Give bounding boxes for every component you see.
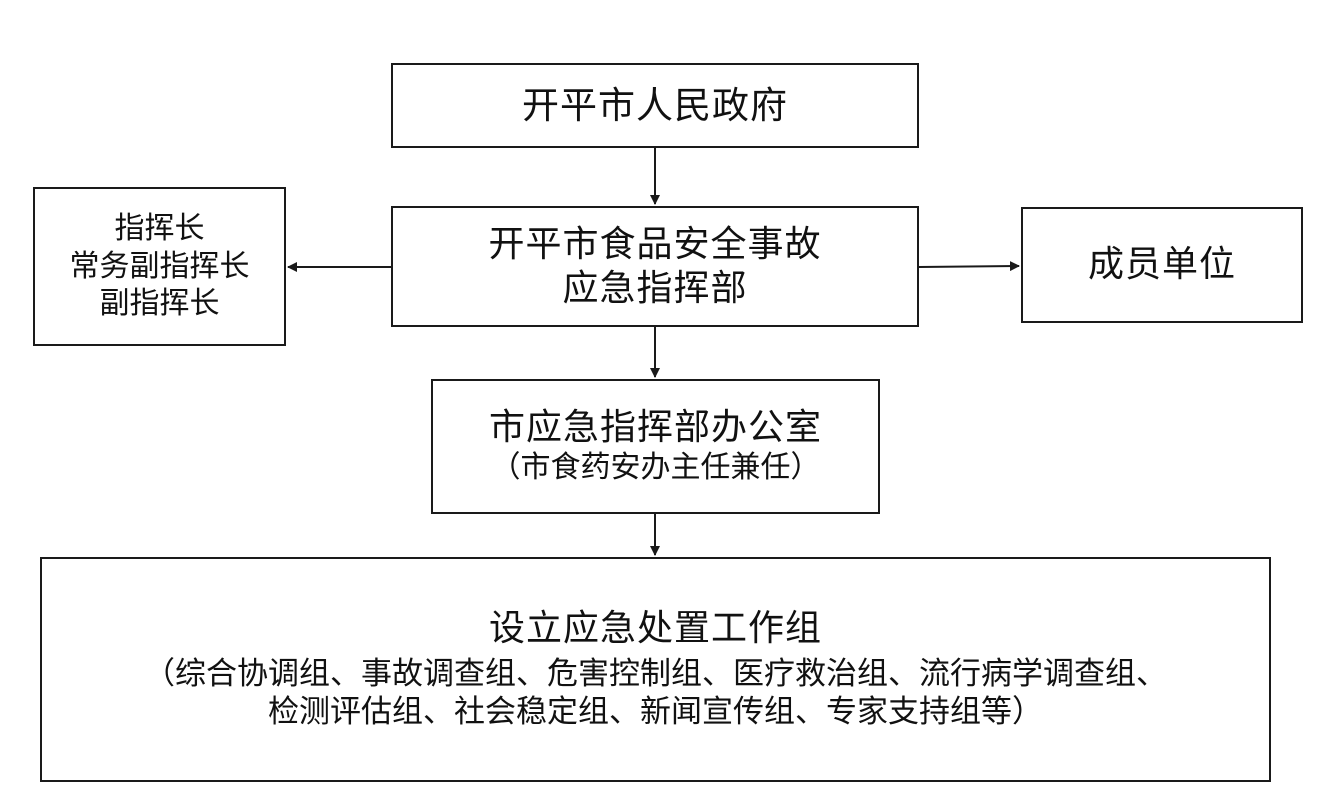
leader-role-commander: 指挥长: [114, 211, 205, 247]
government-label: 开平市人民政府: [522, 83, 788, 127]
headquarters-title-line-1: 开平市食品安全事故: [488, 223, 822, 265]
headquarters-title-line-2: 应急指挥部: [562, 267, 748, 309]
member-units-label: 成员单位: [1087, 244, 1236, 286]
government-box: 开平市人民政府: [391, 63, 919, 148]
working-groups-title: 设立应急处置工作组: [488, 607, 822, 649]
working-groups-list-line-1: （综合协调组、事故调查组、危害控制组、医疗救治组、流行病学调查组、: [144, 655, 1167, 692]
command-headquarters-box: 开平市食品安全事故 应急指挥部: [391, 206, 919, 327]
office-note: （市食药安办主任兼任）: [490, 450, 821, 486]
command-office-box: 市应急指挥部办公室 （市食药安办主任兼任）: [431, 379, 880, 514]
working-groups-box: 设立应急处置工作组 （综合协调组、事故调查组、危害控制组、医疗救治组、流行病学调…: [40, 557, 1271, 782]
office-title: 市应急指挥部办公室: [488, 407, 822, 449]
working-groups-list-line-2: 检测评估组、社会稳定组、新闻宣传组、专家支持组等）: [268, 694, 1043, 731]
leader-role-executive-deputy: 常务副指挥长: [69, 248, 250, 284]
leader-role-deputy: 副指挥长: [99, 286, 220, 322]
leaders-box: 指挥长 常务副指挥长 副指挥长: [33, 187, 286, 346]
arrow-headquarters-to-member-units: [918, 261, 1020, 272]
member-units-box: 成员单位: [1021, 207, 1303, 323]
